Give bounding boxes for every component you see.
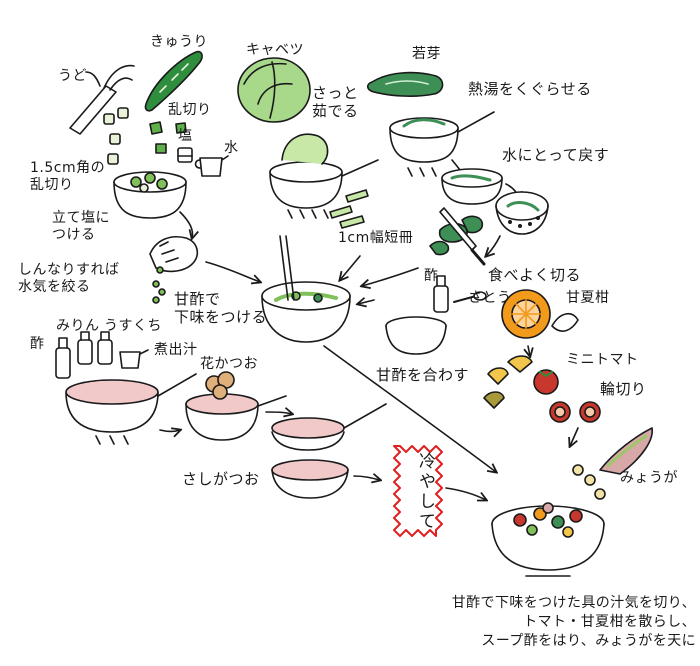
finished-broth-bowl-illustration bbox=[271, 459, 349, 499]
colander-illustration bbox=[495, 191, 549, 235]
bonito-pot-illustration bbox=[185, 371, 287, 441]
udo-pieces-illustration bbox=[103, 107, 129, 165]
tomato-slices-illustration bbox=[549, 401, 601, 423]
myoga-slices-illustration bbox=[572, 464, 606, 500]
hot-water-pot-illustration bbox=[389, 111, 495, 177]
strainer-illustration bbox=[271, 403, 387, 451]
blanch-pot-illustration bbox=[269, 133, 379, 219]
step-tanzaku: 1cm幅短冊 bbox=[338, 230, 414, 246]
step-mix-amazu: 甘酢を合わす bbox=[376, 366, 470, 384]
step-marinate: 甘酢で 下味をつける bbox=[174, 290, 268, 326]
cut-wakame-illustration bbox=[429, 207, 486, 266]
step-sashigatsuo: さしがつお bbox=[182, 470, 260, 488]
cabbage-illustration bbox=[237, 57, 311, 123]
label-wakame: 若芽 bbox=[412, 46, 441, 62]
label-sugar: さとう bbox=[468, 290, 512, 306]
salt-container-illustration bbox=[177, 147, 193, 163]
label-mini-tomato: ミニトマト bbox=[566, 352, 639, 368]
marinate-bowl-illustration bbox=[261, 235, 351, 343]
label-bonito-flakes: 花かつお bbox=[200, 356, 258, 372]
cucumber-illustration bbox=[144, 50, 203, 112]
water-pitcher-illustration bbox=[194, 155, 229, 177]
label-mirin: みりん bbox=[56, 318, 100, 334]
udo-illustration bbox=[69, 64, 135, 135]
label-amanatsu: 甘夏柑 bbox=[566, 290, 610, 306]
label-cucumber: きゅうり bbox=[150, 34, 208, 50]
label-dashi: 煮出汁 bbox=[154, 342, 198, 358]
step-blanch: さっと 茹でる bbox=[312, 84, 359, 120]
step-tateshio: 立て塩に つける bbox=[52, 210, 110, 243]
wakame-illustration bbox=[366, 71, 444, 97]
step-cool-water: 水にとって戻す bbox=[502, 146, 610, 164]
label-vinegar: 酢 bbox=[424, 268, 439, 284]
step-cut: 食べよく切る bbox=[488, 266, 582, 284]
amanatsu-segments-illustration bbox=[483, 355, 533, 409]
label-water: 水 bbox=[224, 140, 239, 156]
myoga-illustration bbox=[599, 427, 653, 475]
label-broth-vinegar: 酢 bbox=[30, 336, 45, 352]
label-cabbage: キャベツ bbox=[246, 42, 304, 58]
step-chill: 冷やして bbox=[415, 452, 435, 532]
step-rings: 輪切り bbox=[600, 380, 647, 398]
step-squeeze: しんなりすれば 水気を絞る bbox=[18, 262, 120, 295]
broth-seasonings-illustration bbox=[55, 331, 149, 379]
vinegar-bottle-illustration bbox=[433, 275, 449, 313]
chill-step-box: 冷やして bbox=[394, 446, 438, 536]
salt-water-bowl-illustration bbox=[113, 171, 187, 219]
squeeze-hand-illustration bbox=[149, 236, 199, 304]
label-salt: 塩 bbox=[178, 128, 193, 144]
amanatsu-illustration bbox=[501, 289, 579, 339]
sugar-scoop-illustration bbox=[453, 291, 487, 303]
label-udo: うど bbox=[58, 68, 87, 84]
label-usukuchi: うすくち bbox=[104, 318, 162, 334]
step-rangiri: 乱切り bbox=[168, 102, 212, 118]
broth-pot-illustration bbox=[65, 373, 197, 445]
cabbage-strips-illustration bbox=[329, 189, 369, 229]
cold-water-bowl-illustration bbox=[441, 168, 503, 205]
mini-tomato-illustration bbox=[533, 369, 559, 395]
step-hot-water: 熱湯をくぐらせる bbox=[468, 80, 592, 98]
final-instructions: 甘酢で下味をつけた具の汁気を切り、 トマト・甘夏柑を散らし、 スープ酢をはり、み… bbox=[451, 595, 696, 649]
final-dish-illustration bbox=[491, 502, 605, 577]
label-myoga: みょうが bbox=[620, 470, 678, 486]
step-cube-rangiri: 1.5cm角の 乱切り bbox=[30, 160, 106, 193]
chill-zigzag-border bbox=[393, 445, 443, 537]
amazu-bowl-illustration bbox=[385, 316, 447, 355]
